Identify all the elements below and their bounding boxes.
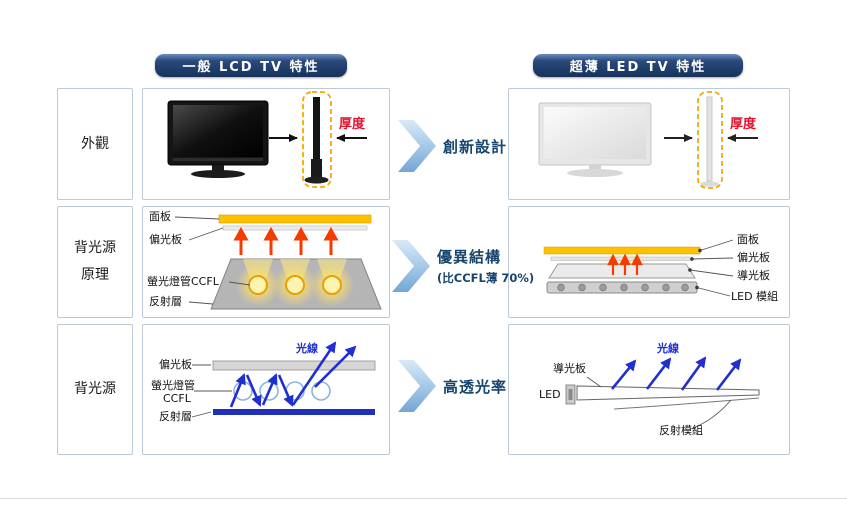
lcd-principle-diagram	[174, 214, 382, 310]
right-arrow-icon	[392, 240, 430, 292]
led-module-dots-icon	[557, 283, 689, 292]
light-guide-plate-shape	[576, 385, 760, 401]
bottom-divider	[0, 498, 847, 499]
led-header-pill: 超薄 LED TV 特性	[533, 54, 743, 77]
led-tv-side-icon	[700, 96, 719, 187]
lcd-reflector-label: 反射層	[149, 295, 182, 308]
ccfl-lamps-icon	[248, 275, 342, 295]
light-ray-arrows-icon	[229, 341, 357, 408]
led-bl-lgp-label: 導光板	[553, 362, 586, 375]
row-label-principle: 背光源 原理	[57, 206, 133, 318]
lcd-bl-tube-label-line1: 螢光燈管	[151, 379, 195, 392]
polarizer-layer-shape	[222, 225, 368, 231]
led-appearance-box: 厚度	[508, 88, 790, 200]
up-light-arrows-icon	[233, 226, 339, 255]
polarizer-layer-shape	[550, 256, 693, 261]
middle-callout-backlight: 高透光率	[398, 356, 507, 416]
callout-appearance-text: 創新設計	[443, 137, 508, 156]
callout-principle-line2: (比CCFL薄 70%)	[437, 271, 535, 285]
row-label-principle-line2: 原理	[81, 267, 109, 283]
panel-layer-shape	[218, 214, 372, 224]
lcd-backlight-diagram	[191, 341, 376, 418]
lcd-light-ray-label: 光線	[296, 342, 318, 355]
right-arrow-icon	[398, 120, 436, 172]
callout-principle-line1: 優異結構	[437, 248, 502, 266]
lcd-tv-side-icon	[304, 97, 329, 184]
thickness-dashed-outline	[697, 91, 723, 189]
lcd-bl-reflector-label: 反射層	[159, 410, 192, 423]
right-arrow-icon	[398, 360, 436, 412]
led-tv-front-icon	[538, 102, 652, 177]
up-light-arrows-icon	[607, 253, 643, 275]
row-label-backlight-text: 背光源	[74, 381, 116, 398]
panel-layer-shape	[543, 246, 701, 255]
thickness-dashed-outline	[302, 91, 332, 188]
led-backlight-diagram	[565, 356, 760, 430]
lcd-backlight-box: 偏光板 螢光燈管 CCFL 反射層 光線	[142, 324, 390, 455]
light-guide-plate-shape	[548, 263, 696, 279]
lcd-tv-front-icon	[167, 100, 269, 178]
led-light-ray-label: 光線	[657, 342, 679, 355]
lcd-header-label: 一般 LCD TV 特性	[182, 60, 320, 75]
row-label-backlight: 背光源	[57, 324, 133, 455]
led-bl-reflector-label: 反射模組	[659, 424, 703, 437]
reflector-layer-shape	[213, 409, 375, 415]
reflector-sheet-shape	[613, 397, 760, 410]
light-ray-arrows-icon	[610, 356, 742, 391]
led-polarizer-label: 偏光板	[737, 251, 770, 264]
led-chip-icon	[565, 384, 576, 405]
lcd-appearance-diagram	[167, 91, 367, 188]
led-thickness-label: 厚度	[730, 117, 757, 132]
lcd-panel-label: 面板	[149, 210, 171, 223]
lcd-bl-polarizer-label: 偏光板	[159, 358, 192, 371]
led-principle-diagram	[543, 239, 734, 297]
lcd-header-pill: 一般 LCD TV 特性	[155, 54, 347, 77]
row-label-appearance-text: 外觀	[81, 135, 109, 152]
polarizer-layer-shape	[212, 360, 376, 371]
led-principle-box: 面板 偏光板 導光板 LED 模組	[508, 206, 790, 318]
middle-callout-principle: 優異結構 (比CCFL薄 70%)	[392, 236, 534, 296]
led-appearance-diagram	[538, 91, 758, 189]
row-label-appearance: 外觀	[57, 88, 133, 200]
lcd-appearance-box: 厚度	[142, 88, 390, 200]
led-bl-led-label: LED	[539, 388, 561, 401]
led-module-label: LED 模組	[731, 290, 779, 303]
lcd-ccfl-label: 螢光燈管CCFL	[147, 275, 219, 288]
lcd-principle-box: 面板 偏光板 螢光燈管CCFL 反射層	[142, 206, 390, 318]
middle-callout-appearance: 創新設計	[398, 116, 507, 176]
lcd-polarizer-label: 偏光板	[149, 233, 182, 246]
led-panel-label: 面板	[737, 233, 759, 246]
led-lgp-label: 導光板	[737, 269, 770, 282]
led-header-label: 超薄 LED TV 特性	[569, 60, 707, 75]
lcd-thickness-label: 厚度	[339, 117, 366, 132]
lcd-bl-tube-label-line2: CCFL	[163, 392, 191, 405]
row-label-principle-line1: 背光源	[74, 240, 116, 257]
led-backlight-box: 導光板 LED 光線 反射模組	[508, 324, 790, 455]
callout-backlight-text: 高透光率	[443, 377, 508, 396]
